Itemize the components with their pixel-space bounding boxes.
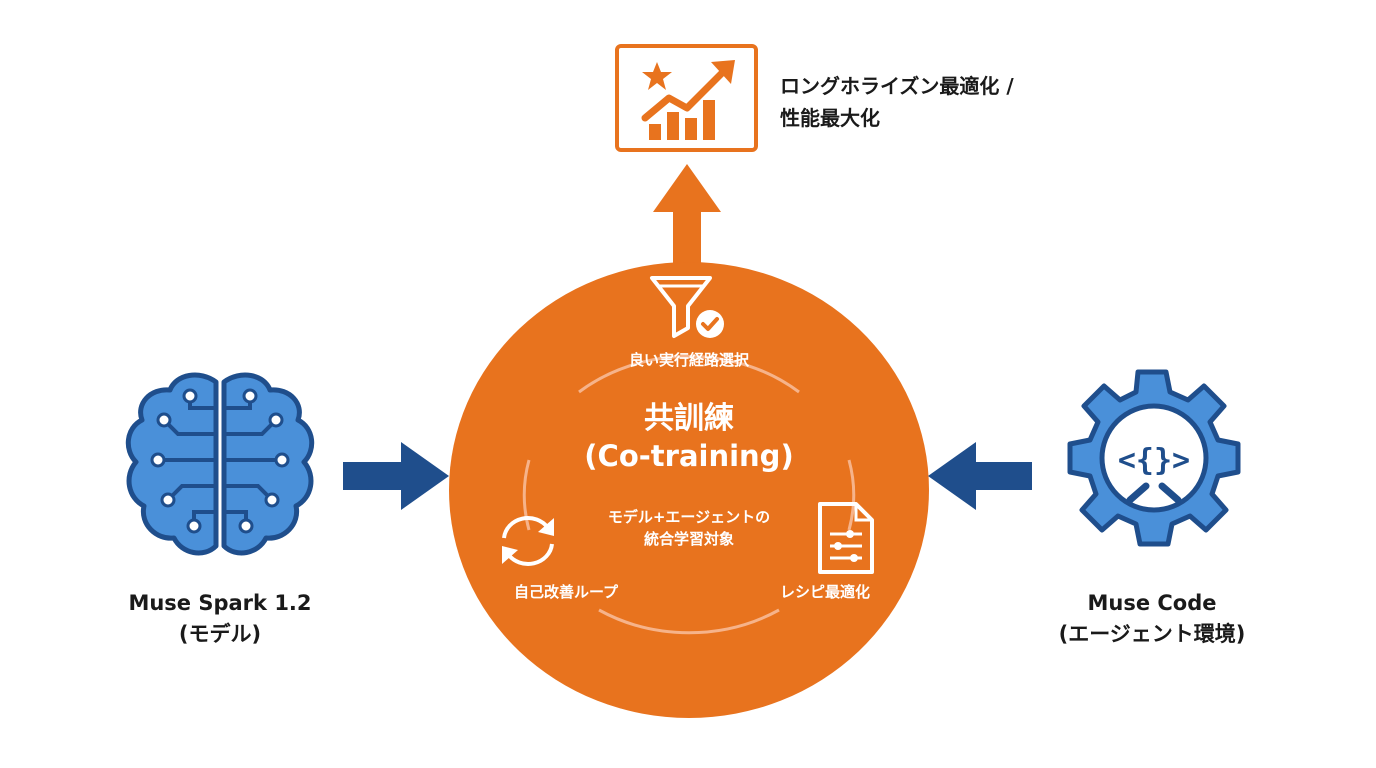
center-description-line2: 統合学習対象 [643, 530, 734, 548]
gear-code-icon: <{}> [1067, 369, 1241, 547]
right-node-label: Muse Code (エージェント環境) [1020, 588, 1284, 650]
center-subtitle: (Co-training) [584, 439, 794, 473]
center-description-line1: モデル+エージェントの [607, 508, 771, 526]
brain-circuit-icon [125, 372, 315, 556]
svg-text:<{}>: <{}> [1118, 443, 1190, 478]
left-to-center-arrow [343, 442, 449, 510]
goal-icon-box [615, 44, 758, 152]
funnel-check-icon [650, 276, 724, 338]
left-node-name: Muse Spark 1.2 [128, 591, 312, 615]
goal-label-line2: 性能最大化 [780, 106, 880, 130]
right-to-center-arrow [928, 442, 1032, 510]
document-sliders-icon [818, 502, 874, 574]
up-arrow [653, 164, 721, 270]
left-node-label: Muse Spark 1.2 (モデル) [100, 588, 340, 650]
feature-left-label: 自己改善ループ [513, 583, 619, 601]
cycle-arrows-icon [502, 516, 554, 566]
right-node-name: Muse Code [1087, 591, 1217, 615]
right-node-role: (エージェント環境) [1058, 622, 1246, 646]
goal-label-line1: ロングホライズン最適化 / [780, 74, 1014, 98]
feature-top-label: 良い実行経路選択 [628, 351, 749, 369]
feature-right-label: レシピ最適化 [779, 583, 870, 601]
chart-growth-star-icon [641, 60, 735, 140]
co-training-circle [449, 262, 929, 718]
center-title: 共訓練 [644, 401, 734, 436]
center-description: モデル+エージェントの 統合学習対象 [564, 506, 814, 550]
left-node-role: (モデル) [178, 622, 262, 646]
goal-label: ロングホライズン最適化 / 性能最大化 [780, 70, 1014, 134]
cycle-ring [522, 354, 856, 635]
